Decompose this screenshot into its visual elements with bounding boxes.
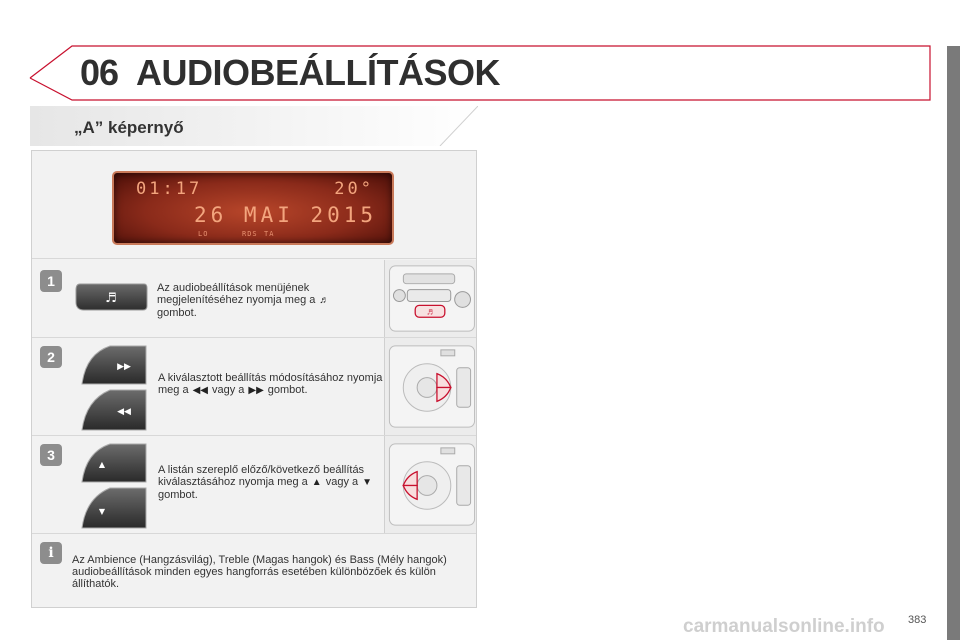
info-note: i Az Ambience (Hangzásvilág), Treble (Ma…	[32, 534, 476, 608]
console-thumbnail-2	[385, 338, 476, 435]
step-1-badge: 1	[40, 270, 62, 292]
fast-forward-icon: ▶▶	[248, 385, 264, 396]
display-date: 26 MAI 2015	[194, 203, 378, 227]
rewind-button[interactable]: ◀◀	[81, 389, 147, 431]
step-2-text: A kiválasztott beállítás módosításához n…	[158, 372, 383, 396]
step-3-badge: 3	[40, 444, 62, 466]
down-button[interactable]: ▼	[81, 487, 147, 529]
section-title: „A” képernyő	[74, 118, 184, 137]
display-indicator-lo: LO	[198, 230, 209, 238]
display-time: 01:17	[136, 179, 203, 199]
page-number: 383	[908, 614, 927, 626]
header-frame	[29, 45, 931, 101]
svg-text:▲: ▲	[99, 460, 106, 469]
side-strip	[947, 46, 960, 640]
fast-forward-button[interactable]: ▶▶	[81, 345, 147, 385]
up-button[interactable]: ▲	[81, 443, 147, 483]
step-3: 3 ▲ ▼ A listán szereplő előző/következő …	[32, 436, 476, 534]
chapter-number: 06	[80, 52, 119, 93]
arrow-down-icon: ▼	[362, 477, 373, 488]
svg-text:▼: ▼	[99, 507, 106, 516]
music-button[interactable]: ♬	[74, 282, 148, 312]
svg-text:♬: ♬	[427, 308, 433, 316]
music-note-icon: ♬	[319, 295, 330, 306]
seek-buttons: ▶▶ ◀◀	[81, 345, 147, 431]
step-1-text: Az audiobeállítások menüjének megjelenít…	[157, 282, 330, 319]
step-1: 1 ♬ Az audiobeállítások menüjének megjel…	[32, 260, 476, 338]
display-indicator-ta: TA	[264, 230, 275, 238]
console-thumbnail-3	[385, 436, 476, 533]
display-temperature: 20°	[334, 179, 374, 199]
music-note-icon: ♬	[105, 291, 117, 306]
info-icon: i	[40, 542, 62, 564]
watermark: carmanualsonline.info	[683, 616, 885, 637]
section-banner	[30, 106, 478, 146]
step-2-badge: 2	[40, 346, 62, 368]
list-nav-buttons: ▲ ▼	[81, 443, 147, 529]
display-area: 01:17 20° 26 MAI 2015 LO RDS TA	[32, 151, 476, 259]
arrow-up-icon: ▲	[311, 477, 322, 488]
step-3-text: A listán szereplő előző/következő beállí…	[158, 464, 373, 501]
info-text: Az Ambience (Hangzásvilág), Treble (Maga…	[72, 554, 447, 590]
step-2: 2 ▶▶ ◀◀ A kiválasztott beállítás módosít…	[32, 338, 476, 436]
display-indicator-rds: RDS	[242, 230, 258, 238]
radio-display: 01:17 20° 26 MAI 2015 LO RDS TA	[112, 171, 394, 245]
rewind-icon: ◀◀	[192, 385, 208, 396]
content-panel: 01:17 20° 26 MAI 2015 LO RDS TA 1 ♬ Az a…	[31, 150, 477, 608]
svg-text:◀◀: ◀◀	[117, 407, 131, 417]
svg-text:▶▶: ▶▶	[117, 362, 131, 372]
console-thumbnail-1: ♬	[385, 260, 476, 337]
chapter-title: AUDIOBEÁLLÍTÁSOK	[136, 52, 501, 93]
